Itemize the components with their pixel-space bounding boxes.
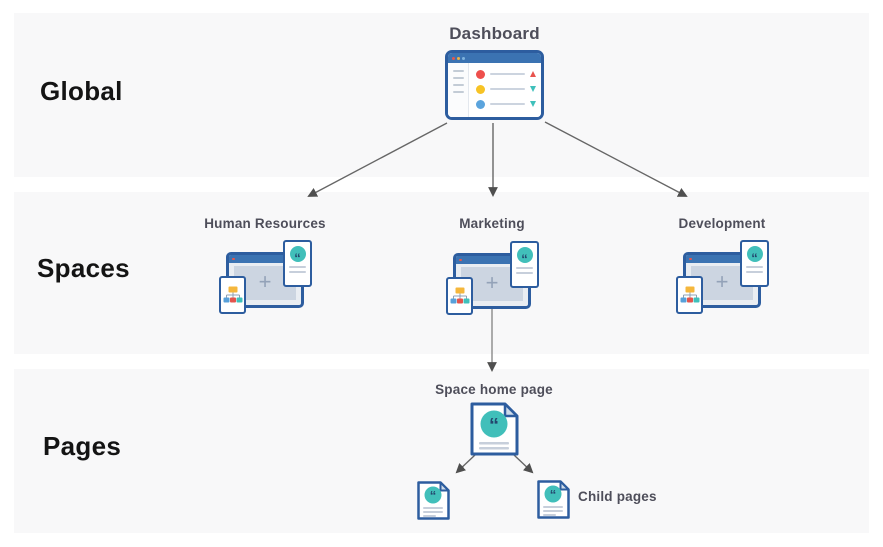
text-line <box>289 266 306 268</box>
section-label-spaces: Spaces <box>37 253 130 283</box>
text-lines <box>516 267 533 274</box>
text-line <box>746 270 763 273</box>
space-window-icon: + “ <box>675 240 770 318</box>
text-line <box>479 447 509 450</box>
space-label-human-resources: Human Resources <box>204 216 326 231</box>
triangle-down-teal-icon <box>530 86 536 92</box>
org-chart-page-icon <box>446 277 473 315</box>
dashboard-row <box>476 69 536 79</box>
row-line <box>490 87 525 91</box>
text-line <box>423 511 443 513</box>
quote-glyph: “ <box>521 251 528 267</box>
quote-circle-icon: “ <box>289 246 306 266</box>
quote-glyph: “ <box>751 250 758 266</box>
quote-circle-icon: “ <box>746 246 763 266</box>
child-pages-label: Child pages <box>578 489 657 504</box>
bullet-yellow-icon <box>476 84 485 94</box>
sidebar-line <box>453 70 464 72</box>
page-fold-corner <box>439 481 450 492</box>
triangle-up-red-icon <box>530 71 536 77</box>
org-chart-glyph <box>680 286 699 303</box>
text-line <box>746 266 763 268</box>
org-chart-glyph <box>223 286 242 303</box>
quote-page-icon: “ <box>510 241 539 288</box>
page-fold-corner <box>503 402 519 418</box>
titlebar-dot-red-icon <box>689 257 692 261</box>
row-line <box>490 102 525 106</box>
dashboard-sidebar <box>448 63 469 117</box>
quote-page-icon: “ <box>283 240 312 287</box>
quote-glyph: “ <box>294 250 301 266</box>
space-window-icon: + “ <box>445 241 540 319</box>
org-chart-page-icon <box>219 276 246 314</box>
text-line <box>516 271 533 274</box>
quote-page-icon: “ <box>740 240 769 287</box>
space-home-page-label: Space home page <box>435 382 553 397</box>
text-line <box>516 267 533 269</box>
browser-dashboard-icon <box>445 50 544 120</box>
dashboard-row <box>476 84 536 94</box>
text-line <box>479 442 509 445</box>
quote-circle-icon: “ <box>516 247 533 267</box>
text-lines <box>746 266 763 273</box>
dashboard-rows <box>476 69 536 109</box>
text-line <box>543 514 556 516</box>
sidebar-line <box>453 84 464 86</box>
space-titlebar <box>229 255 301 263</box>
text-line <box>289 270 306 273</box>
section-label-global: Global <box>40 76 123 106</box>
quote-page-icon: “ <box>537 480 570 519</box>
text-lines <box>289 266 306 273</box>
titlebar-dot-red-icon <box>459 258 462 262</box>
bullet-blue-icon <box>476 99 485 109</box>
quote-glyph: “ <box>430 488 437 503</box>
quote-circle-icon <box>480 410 508 438</box>
dashboard-body <box>448 63 541 117</box>
page-fold-corner <box>559 480 570 491</box>
sidebar-line <box>453 77 464 79</box>
text-line <box>543 506 563 508</box>
bullet-red-icon <box>476 69 485 79</box>
quote-page-icon: “ <box>470 402 519 456</box>
titlebar-dot-red-icon <box>452 56 455 60</box>
quote-circle-icon <box>544 485 562 503</box>
row-line <box>490 72 525 76</box>
quote-circle-icon <box>424 486 442 504</box>
space-window-icon: + “ <box>218 240 313 318</box>
triangle-down-teal-icon <box>530 101 536 107</box>
space-titlebar <box>456 256 528 264</box>
titlebar-dot-blue-icon <box>462 56 465 60</box>
section-label-pages: Pages <box>43 431 122 461</box>
dashboard-row <box>476 99 536 109</box>
text-line <box>423 507 443 509</box>
org-chart-glyph <box>450 287 469 304</box>
space-label-marketing: Marketing <box>459 216 525 231</box>
text-line <box>543 510 563 512</box>
band-global <box>14 13 869 177</box>
quote-page-icon: “ <box>417 481 450 520</box>
space-titlebar <box>686 255 758 263</box>
text-line <box>423 515 436 517</box>
dashboard-label: Dashboard <box>449 24 540 43</box>
org-chart-page-icon <box>676 276 703 314</box>
quote-glyph: “ <box>550 487 557 502</box>
titlebar-dot-red-icon <box>232 257 235 261</box>
space-label-development: Development <box>678 216 766 231</box>
titlebar-dot-yellow-icon <box>457 56 460 60</box>
sidebar-line <box>453 91 464 93</box>
quote-glyph: “ <box>489 415 499 437</box>
dashboard-titlebar <box>448 53 541 63</box>
